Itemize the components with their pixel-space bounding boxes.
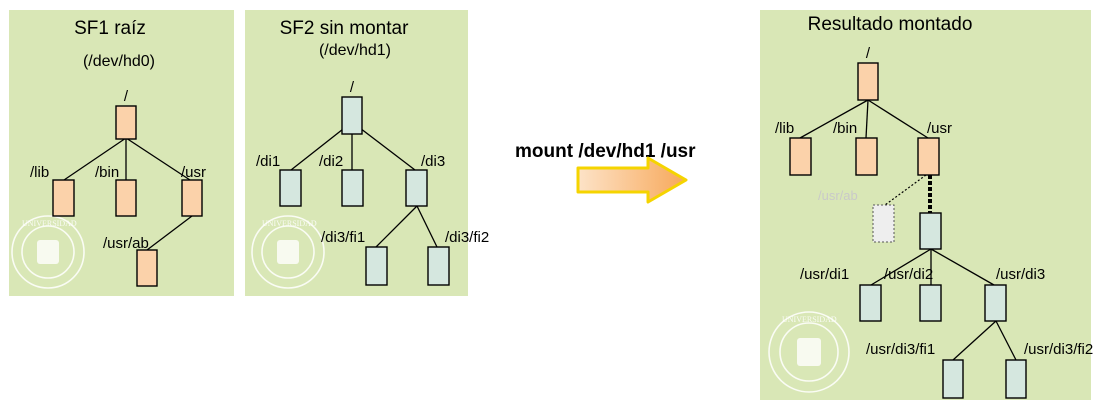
sf1-edge-root-usr [125,137,191,181]
sf2-label-root: / [350,79,355,96]
university-seal-result: UNIVERSIDAD [768,311,850,393]
result-label-di3: /usr/di3 [996,266,1045,283]
sf2-node-root [341,96,363,135]
panel-result: UNIVERSIDAD Resultado montado / /lib /bi… [760,10,1093,400]
sf2-node-di3 [405,169,428,207]
sf1-label-bin: /bin [95,164,119,181]
result-edge-hidden [884,174,927,206]
result-label-lib: /lib [775,120,794,137]
result-node-mounted-root [919,212,942,250]
panel-sf2: UNIVERSIDAD SF2 sin montar (/dev/hd1) / … [245,10,489,296]
result-node-di1 [859,284,882,322]
panel-result-background [760,10,1091,400]
result-edge-di3-fi2 [995,320,1017,361]
sf1-node-lib [52,179,75,217]
result-node-lib [789,137,812,176]
svg-text:UNIVERSIDAD: UNIVERSIDAD [262,219,317,228]
sf1-device: (/dev/hd0) [83,53,155,70]
result-node-di2 [919,284,942,322]
sf2-label-di3: /di3 [421,153,445,170]
sf2-edge-di3-fi2 [416,205,438,248]
university-seal-sf1: UNIVERSIDAD [11,215,85,289]
sf1-node-bin [115,179,137,217]
result-edge-root2-di3 [930,248,995,286]
result-node-di3 [984,284,1007,322]
result-node-root [857,62,879,101]
sf1-label-lib: /lib [30,164,49,181]
result-edge-di3-fi1 [952,320,997,361]
sf2-label-fi2: /di3/fi2 [445,229,489,246]
result-label-fi1: /usr/di3/fi1 [866,341,935,358]
result-node-usr [917,137,940,176]
sf2-node-di1 [279,169,302,207]
sf2-node-di2 [341,169,364,207]
sf1-node-root [115,105,137,140]
sf1-edge-root-lib [63,137,127,181]
sf1-edge-usr-ab [146,215,193,251]
sf2-node-fi1 [365,246,388,286]
result-label-usr: /usr [927,120,952,137]
result-title: Resultado montado [808,14,973,35]
result-label-fi2: /usr/di3/fi2 [1024,341,1093,358]
sf2-label-di1: /di1 [256,153,280,170]
result-edge-root-usr [867,99,929,139]
sf1-label-usr: /usr [181,164,206,181]
result-label-di2: /usr/di2 [884,266,933,283]
svg-text:UNIVERSIDAD: UNIVERSIDAD [22,219,77,228]
result-node-fi2 [1005,359,1027,399]
sf1-node-usr [181,179,203,217]
result-edge-root-bin [865,99,869,139]
sf2-device: (/dev/hd1) [319,42,391,59]
result-label-di1: /usr/di1 [800,266,849,283]
mount-command: mount /dev/hd1 /usr [515,141,696,162]
result-label-hidden: /usr/ab [818,188,858,203]
sf1-label-usr-ab: /usr/ab [103,235,149,252]
svg-text:UNIVERSIDAD: UNIVERSIDAD [782,315,837,324]
result-node-hidden [872,204,895,243]
result-label-bin: /bin [833,120,857,137]
sf2-edge-di3-fi1 [375,205,418,248]
sf1-label-root: / [124,88,129,105]
result-label-root: / [866,45,871,62]
result-node-fi1 [942,359,964,399]
panel-sf1: UNIVERSIDAD SF1 raíz (/dev/hd0) / /lib /… [9,10,234,296]
result-node-bin [855,137,878,176]
sf2-label-di2: /di2 [319,153,343,170]
sf2-label-fi1: /di3/fi1 [321,229,365,246]
mount-arrow [576,156,688,204]
sf2-node-fi2 [427,246,450,286]
result-edge-root2-di1 [870,248,932,286]
sf2-title: SF2 sin montar [280,18,409,39]
sf1-title: SF1 raíz [74,18,146,39]
result-edge-root-lib [799,99,869,139]
university-seal-sf2: UNIVERSIDAD [251,215,325,289]
sf1-node-usr-ab [136,249,158,287]
